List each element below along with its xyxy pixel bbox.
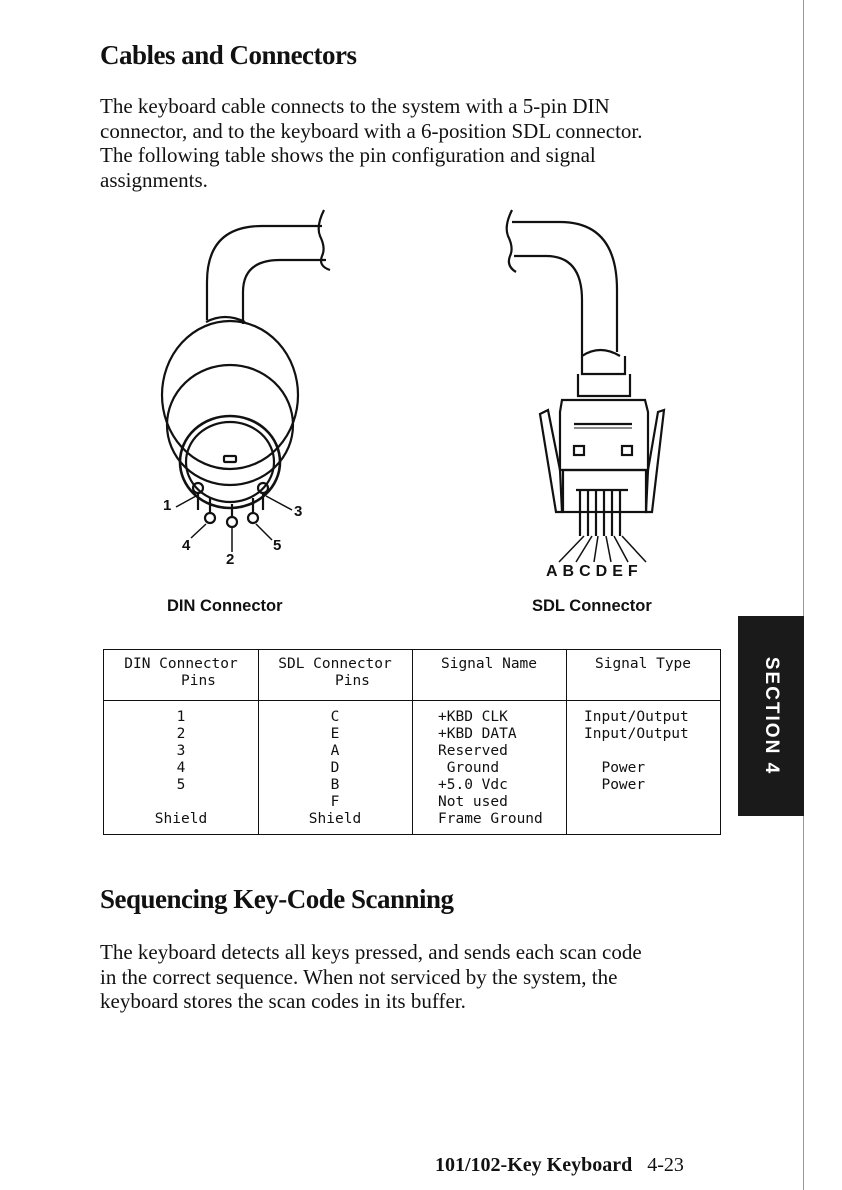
table-column-din-pins: 1 2 3 4 5 Shield [154,709,208,827]
din-connector-illustration [160,209,331,552]
din-pin-label-2: 2 [226,551,235,568]
table-header-rule [104,700,720,701]
din-pin-label-3: 3 [294,503,303,520]
table-divider [566,650,567,834]
sdl-connector-illustration [505,209,666,563]
heading-cables-and-connectors: Cables and Connectors [100,40,357,70]
intro-line: connector, and to the keyboard with a 6-… [100,118,643,143]
footer-title: 101/102-Key Keyboard [435,1154,633,1176]
section-tab: SECTION 4 [738,616,804,816]
page-footer: 101/102-Key Keyboard 4-23 [435,1154,684,1177]
intro-line: The keyboard cable connects to the syste… [100,94,610,118]
sequencing-line: in the correct sequence. When not servic… [100,964,618,989]
sequencing-line: The keyboard detects all keys pressed, a… [100,940,642,964]
din-pin-label-5: 5 [273,537,282,554]
sdl-connector-caption: SDL Connector [532,597,652,615]
heading-sequencing: Sequencing Key-Code Scanning [100,884,454,914]
sequencing-paragraph: The keyboard detects all keys pressed, a… [100,940,740,1014]
table-header-din-pins: DIN Connector Pins [124,656,238,689]
table-column-signal-types: Input/Output Input/Output Power Power [584,709,689,793]
connector-diagram [160,209,666,563]
pin-assignment-table: DIN Connector Pins SDL Connector Pins Si… [103,649,721,835]
din-pin-label-1: 1 [163,497,172,514]
sequencing-line: keyboard stores the scan codes in its bu… [100,989,466,1013]
section-tab-label: SECTION 4 [761,656,782,776]
page-number: 4-23 [647,1154,684,1176]
table-divider [412,650,413,834]
intro-line: assignments. [100,167,208,192]
din-connector-caption: DIN Connector [167,597,283,615]
table-header-signal-type: Signal Type [594,656,692,672]
table-column-signal-names: +KBD CLK +KBD DATA Reserved Ground +5.0 … [438,709,543,827]
sdl-pin-letters: ABCDEF [546,563,643,580]
page-edge-line [803,0,804,1190]
intro-paragraph: The keyboard cable connects to the syste… [100,94,740,192]
table-column-sdl-pins: C E A D B F Shield [308,709,362,827]
table-divider [258,650,259,834]
table-header-signal-name: Signal Name [440,656,538,672]
table-header-sdl-pins: SDL Connector Pins [278,656,392,689]
intro-line: The following table shows the pin config… [100,143,596,167]
din-pin-label-4: 4 [182,537,191,554]
